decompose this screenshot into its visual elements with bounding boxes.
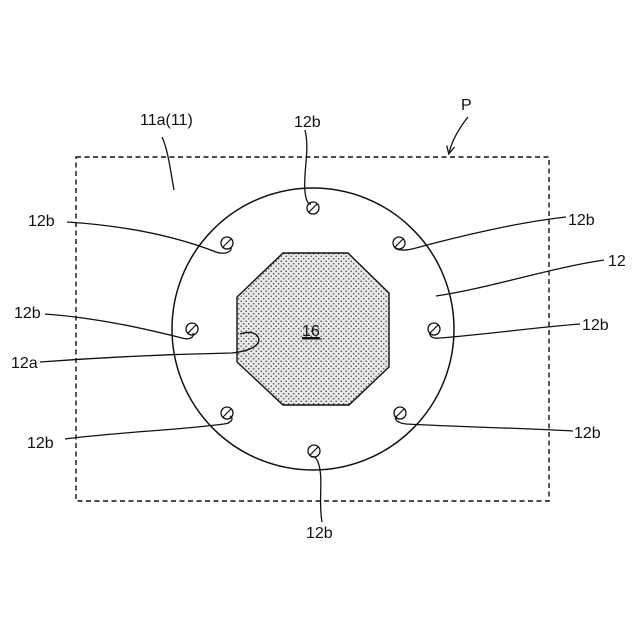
leader-12b-left bbox=[45, 314, 193, 339]
leader-p-arrow bbox=[449, 117, 468, 153]
label-12b-top-left: 12b bbox=[28, 213, 55, 230]
hole-top-left bbox=[221, 237, 233, 249]
leader-11a bbox=[162, 137, 174, 190]
label-12b-top: 12b bbox=[294, 114, 321, 131]
label-12a: 12a bbox=[11, 355, 38, 372]
label-12b-left: 12b bbox=[14, 305, 41, 322]
hole-bottom bbox=[308, 445, 320, 457]
label-12b-bottom-right: 12b bbox=[574, 425, 601, 442]
label-16: 16 bbox=[302, 323, 320, 340]
label-p: P bbox=[461, 97, 472, 114]
label-12b-bottom-left: 12b bbox=[27, 435, 54, 452]
label-11a: 11a(11) bbox=[140, 112, 193, 129]
hole-left bbox=[186, 323, 198, 335]
leader-12 bbox=[436, 260, 604, 296]
label-12b-bottom: 12b bbox=[306, 525, 333, 542]
label-12b-right: 12b bbox=[582, 317, 609, 334]
label-12: 12 bbox=[608, 253, 626, 270]
label-12b-top-right: 12b bbox=[568, 212, 595, 229]
